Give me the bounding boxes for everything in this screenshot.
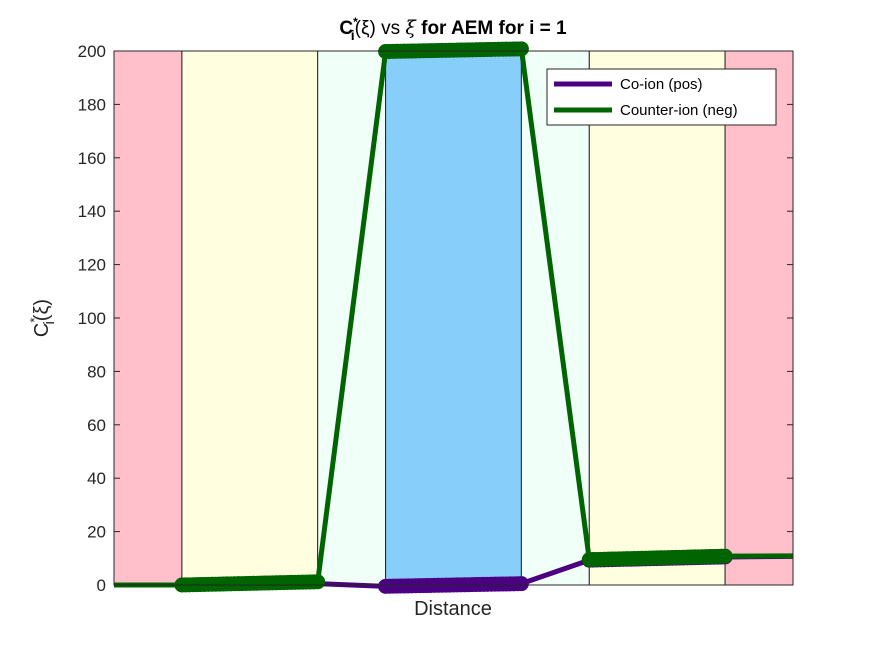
y-tick-label: 160 [78,149,106,168]
legend-label-co-ion: Co-ion (pos) [620,76,703,93]
y-tick-label: 60 [87,416,106,435]
region-band-1 [113,50,183,586]
y-axis-label: C*i(ξ) [27,299,58,337]
region-band-7 [724,50,794,586]
y-tick-label: 80 [87,362,106,381]
y-tick-label: 0 [97,576,106,595]
y-axis-ticks: 0 20 40 60 80 100 120 140 160 180 200 [78,42,793,595]
region-band-2 [181,50,319,586]
y-tick-label: 120 [78,256,106,275]
series-point-1 [717,548,733,564]
series-lines [114,41,794,594]
y-tick-label: 180 [78,95,106,114]
background-regions [113,50,794,586]
series-point-1 [513,41,529,57]
y-tick-label: 200 [78,42,106,61]
y-tick-label: 140 [78,202,106,221]
legend-label-counter-ion: Counter-ion (neg) [620,102,738,119]
series-point-1 [310,574,326,590]
x-axis-label: Distance [414,598,492,620]
region-band-6 [588,50,726,586]
y-tick-label: 20 [87,523,106,542]
legend-box [546,68,777,126]
region-band-4 [385,50,522,586]
series-point-0 [513,576,529,592]
y-tick-label: 40 [87,469,106,488]
legend: Co-ion (pos) Counter-ion (neg) [546,68,777,126]
chart-title: C*i(ξ) vs ξ for AEM for i = 1 [339,15,567,43]
y-tick-label: 100 [78,309,106,328]
